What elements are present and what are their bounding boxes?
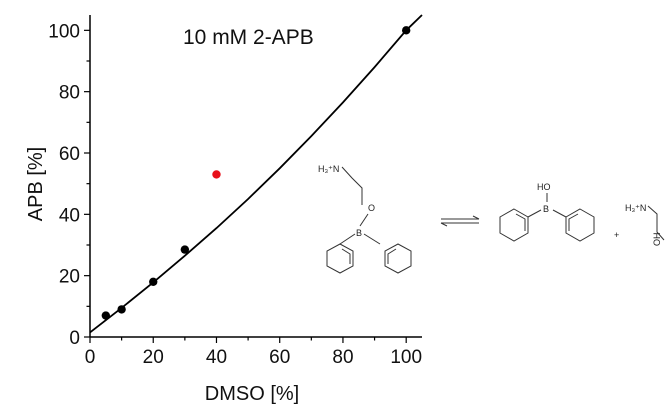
- chart-annotation: 10 mM 2-APB: [183, 26, 314, 49]
- product2-ethyl-chain: [647, 205, 665, 241]
- product-b-phenyl2-bond: [552, 209, 567, 218]
- fit-curve-layer: [89, 14, 423, 334]
- data-point: [180, 245, 190, 254]
- y-tick-label: 0: [69, 328, 80, 349]
- reactant-boron-label: B: [356, 228, 362, 238]
- product2-hydroxyl-label: OH: [652, 233, 662, 247]
- data-point: [149, 277, 158, 286]
- x-tick-label: 60: [269, 347, 290, 368]
- y-tick-label: 40: [59, 205, 80, 226]
- y-tick-label: 20: [59, 267, 80, 288]
- ticks: 0 20 40 60 80 100 0 20 40 60 80 100: [48, 21, 422, 368]
- y-tick-label: 60: [59, 144, 80, 165]
- x-tick-label: 40: [206, 347, 227, 368]
- reactant-phenyl-ring-1-inner: [341, 248, 351, 264]
- product-diphenylborinic-acid: HO B: [499, 182, 595, 242]
- reactant-phenyl-ring-2-inner: [387, 248, 397, 264]
- x-tick-label: 20: [143, 347, 164, 368]
- reactant-ammonium-label: H₃⁺N: [318, 164, 339, 174]
- product-boron-label: B: [543, 204, 549, 214]
- data-point: [401, 26, 411, 35]
- outlier-point: [212, 170, 221, 179]
- x-tick-label: 80: [332, 347, 353, 368]
- product-phenyl-ring-2-inner: [568, 213, 579, 231]
- product-phenyl-ring-1: [499, 208, 529, 242]
- reactant-b-phenyl2-bond: [363, 233, 381, 245]
- data-point: [117, 305, 126, 314]
- product-phenyl-ring-2: [565, 208, 595, 242]
- reactant-structure: H₃⁺N O B: [318, 164, 412, 274]
- y-tick-label: 80: [59, 83, 80, 104]
- reactant-b-phenyl1-bond: [339, 233, 356, 245]
- data-points: [101, 26, 411, 320]
- y-tick-label: 100: [48, 21, 80, 42]
- data-point: [101, 311, 111, 320]
- reactant-oxygen-label: O: [368, 203, 375, 213]
- x-tick-label: 0: [85, 347, 96, 368]
- x-axis-label: DMSO [%]: [205, 383, 299, 405]
- product-ethanolamine: H₃⁺N OH: [625, 203, 665, 247]
- equilibrium-arrow: [440, 215, 480, 227]
- plus-sign: +: [614, 230, 619, 240]
- product-hydroxyl-label: HO: [537, 182, 551, 192]
- fit-curve: [89, 14, 423, 334]
- reaction-scheme: H₃⁺N O B HO B: [318, 164, 665, 274]
- x-tick-label: 100: [390, 347, 422, 368]
- reactant-ethyl-chain: [341, 166, 363, 205]
- y-axis-label: APB [%]: [25, 147, 47, 221]
- product-b-phenyl1-bond: [527, 209, 542, 218]
- product-phenyl-ring-1-inner: [515, 213, 526, 231]
- product2-ammonium-label: H₃⁺N: [625, 203, 646, 213]
- axes: [89, 15, 422, 338]
- reactant-phenyl-ring-1: [326, 243, 354, 274]
- reactant-o-b-bond: [359, 213, 369, 227]
- reactant-phenyl-ring-2: [384, 243, 412, 274]
